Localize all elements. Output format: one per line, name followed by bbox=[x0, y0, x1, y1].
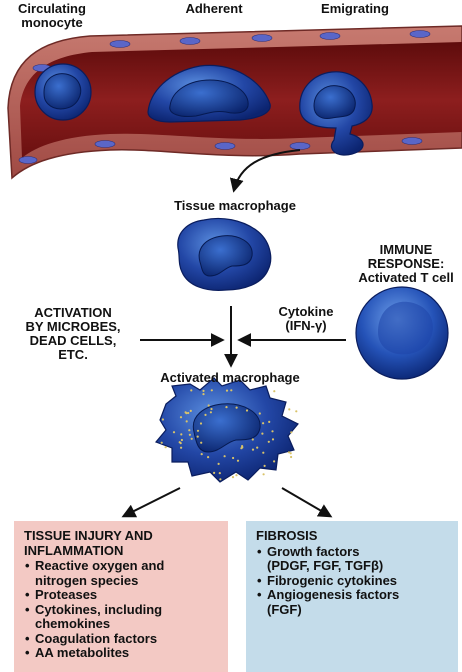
label-activation: ACTIVATION BY MICROBES, DEAD CELLS, ETC. bbox=[25, 305, 121, 362]
tissue-injury-title: TISSUE INJURY AND INFLAMMATION bbox=[24, 528, 153, 558]
label-adherent: Adherent bbox=[185, 1, 243, 16]
activated-macrophage-cell bbox=[154, 377, 299, 483]
list-item: Reactive oxygen and nitrogen species bbox=[24, 558, 218, 588]
list-item: Angiogenesis factors (FGF) bbox=[256, 587, 448, 617]
fibrosis-box: FIBROSIS Growth factors (PDGF, FGF, TGFβ… bbox=[246, 521, 458, 672]
tissue-injury-box: TISSUE INJURY AND INFLAMMATION Reactive … bbox=[14, 521, 228, 672]
label-activated-macrophage: Activated macrophage bbox=[160, 370, 300, 385]
list-item: AA metabolites bbox=[24, 645, 218, 661]
fibrosis-list: Growth factors (PDGF, FGF, TGFβ) Fibroge… bbox=[256, 544, 448, 618]
label-tissue-macrophage: Tissue macrophage bbox=[174, 198, 296, 213]
label-emigrating: Emigrating bbox=[321, 1, 389, 16]
label-cytokine: Cytokine (IFN-γ) bbox=[278, 304, 334, 333]
endothelial-nuclei bbox=[18, 30, 431, 164]
list-item: Fibrogenic cytokines bbox=[256, 573, 448, 589]
tissue-injury-list: Reactive oxygen and nitrogen species Pro… bbox=[24, 558, 218, 661]
label-immune-response: IMMUNE RESPONSE: Activated T cell bbox=[358, 242, 454, 285]
arrow-to-injury-box bbox=[121, 487, 181, 518]
fibrosis-title: FIBROSIS bbox=[256, 528, 318, 543]
circulating-monocyte bbox=[34, 63, 92, 121]
adherent-monocyte bbox=[147, 64, 271, 123]
tissue-macrophage-cell bbox=[177, 217, 272, 291]
list-item: Cytokines, including chemokines bbox=[24, 602, 218, 632]
list-item: Growth factors (PDGF, FGF, TGFβ) bbox=[256, 544, 448, 574]
activated-t-cell bbox=[355, 286, 449, 380]
label-circulating-monocyte: Circulating monocyte bbox=[18, 1, 86, 30]
list-item: Proteases bbox=[24, 587, 218, 603]
granules bbox=[160, 389, 298, 481]
emigrating-monocyte bbox=[299, 71, 373, 156]
emigration-arrow bbox=[229, 149, 301, 193]
list-item: Coagulation factors bbox=[24, 631, 218, 647]
arrow-to-fibrosis-box bbox=[281, 487, 333, 518]
